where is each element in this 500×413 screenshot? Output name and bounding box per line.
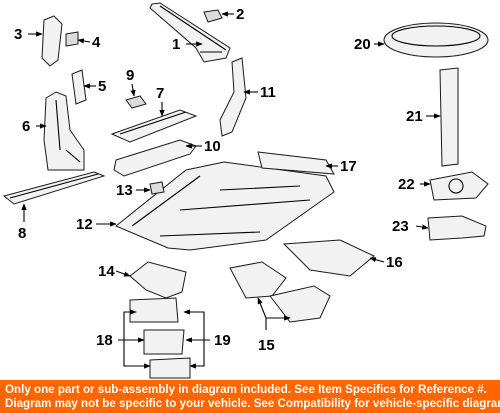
callout-10: 10 [204,138,221,155]
callout-19: 19 [214,332,231,349]
callout-2: 2 [236,6,244,23]
callout-11: 11 [260,84,276,101]
part-4-shape [65,31,79,47]
part-11-shape [219,57,247,137]
callout-12: 12 [76,216,93,233]
disclaimer-banner: Only one part or sub-assembly in diagram… [0,380,500,413]
callout-22: 22 [398,176,415,193]
disclaimer-line-2: Diagram may not be specific to your vehi… [5,396,500,410]
callout-16: 16 [386,254,403,271]
part-16-shape [282,239,375,277]
callout-23: 23 [392,218,409,235]
part-7-detail [119,111,187,135]
part-3-shape [41,15,63,67]
part-1-shape [149,2,231,63]
callout-15: 15 [258,337,275,354]
part-9-shape [125,95,147,109]
part-18-shape-c [149,357,191,379]
disclaimer-line-1: Only one part or sub-assembly in diagram… [5,382,487,396]
part-18-shape-a [129,297,179,323]
callout-5: 5 [98,78,106,95]
callout-13: 13 [116,182,133,199]
callout-20: 20 [354,36,371,53]
callout-4: 4 [92,34,101,51]
callout-7: 7 [156,85,164,102]
part-6-shape [43,91,85,171]
part-6-detail [55,99,81,163]
part-14-shape [129,261,187,299]
leader-lines [21,11,441,369]
callout-14: 14 [98,263,115,280]
part-18-shape-b [143,329,185,355]
part-8-detail [9,173,99,199]
part-15-shape-a [229,261,287,299]
part-23-shape [427,215,487,241]
callout-3: 3 [14,26,22,43]
callout-8: 8 [18,225,26,242]
part-15-shape-b [269,285,331,323]
part-13-shape [149,181,165,195]
callout-9: 9 [126,67,134,84]
parts-diagram: 1 2 3 4 5 6 7 8 9 10 11 12 13 14 15 16 1… [2,2,489,379]
part-10-shape [113,139,197,177]
part-2-shape [203,9,223,23]
callout-1: 1 [172,36,180,53]
part-20-detail [391,25,481,47]
part-7-shape [110,109,198,143]
part-22-detail [448,178,464,194]
part-22-shape [429,171,489,201]
part-20-shape [383,22,489,58]
part-17-shape [257,151,335,175]
part-1-detail [159,5,227,53]
callout-6: 6 [22,118,30,135]
part-5-shape [71,69,87,105]
part-12-detail [131,175,311,237]
callout-21: 21 [406,108,423,125]
callout-17: 17 [340,158,357,175]
part-21-shape [439,67,459,167]
callout-18: 18 [96,332,113,349]
part-8-shape [2,171,106,205]
